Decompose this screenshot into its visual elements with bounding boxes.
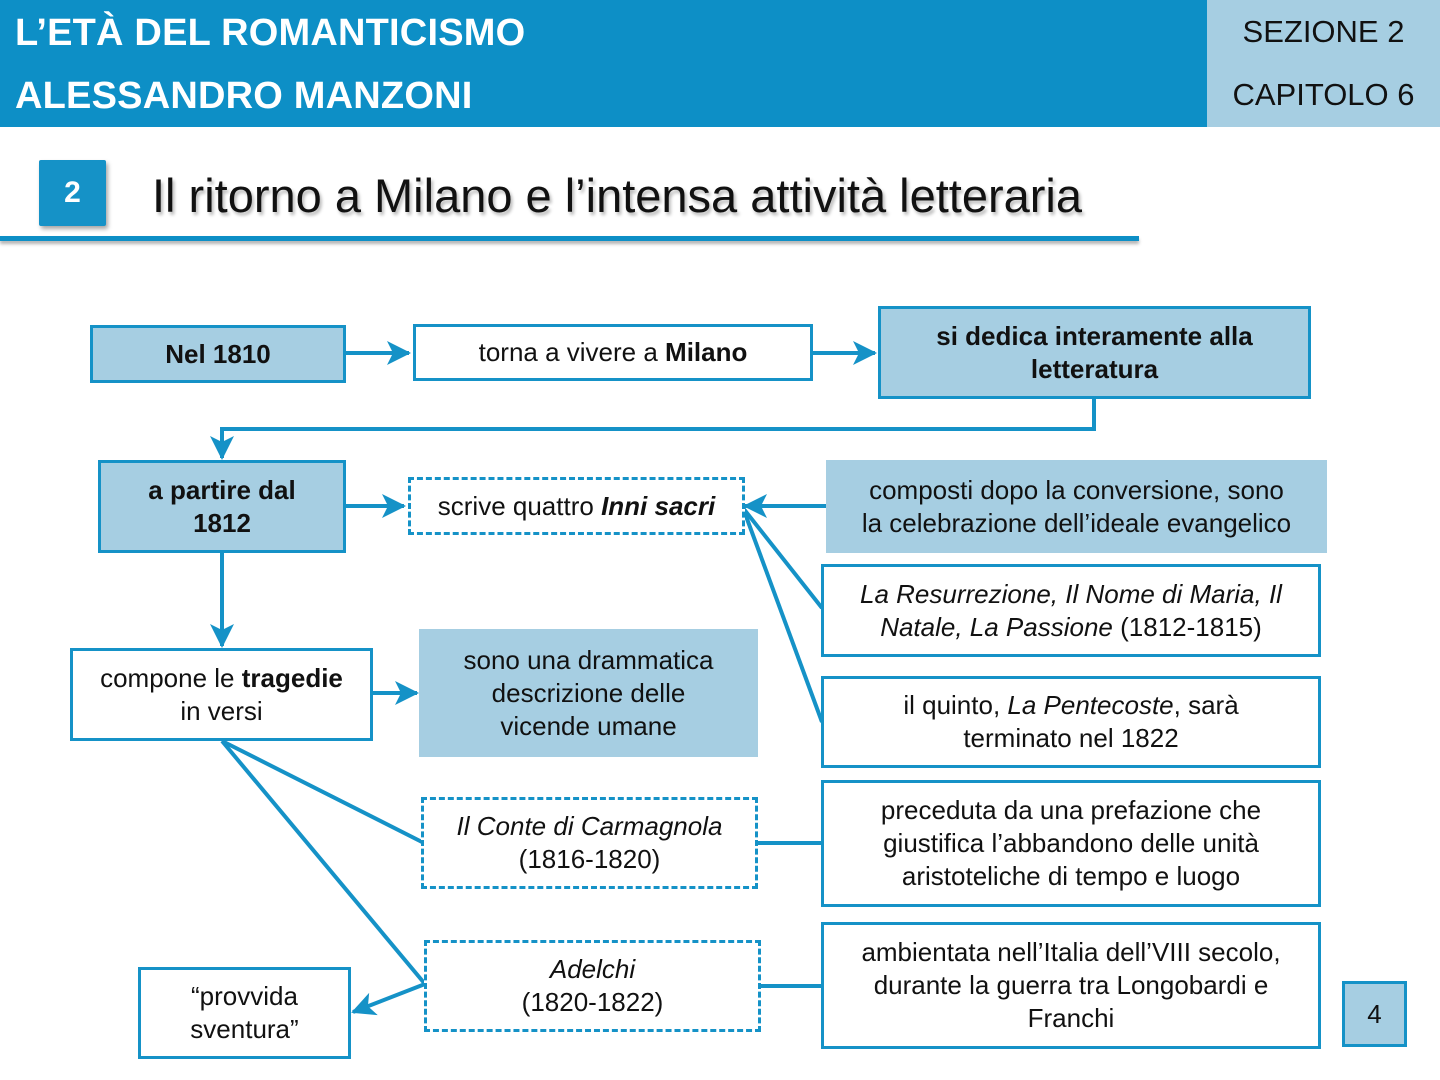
node-inni-sacri-text: scrive quattro Inni sacri <box>438 490 715 523</box>
node-torna-milano: torna a vivere a Milano <box>413 324 813 381</box>
si-dedica-line1: si dedica interamente alla <box>936 320 1253 351</box>
page-number-text: 4 <box>1367 998 1382 1029</box>
node-adelchi-desc: ambientata nell’Italia dell’VIII secolo,… <box>821 922 1321 1049</box>
adelchi-title: Adelchi <box>549 954 636 984</box>
node-pentecoste: il quinto, La Pentecoste, sarà terminato… <box>821 676 1321 768</box>
section-label: SEZIONE 2 <box>1242 14 1405 49</box>
node-si-dedica: si dedica interamente alla letteratura <box>878 306 1311 399</box>
node-provvida-sventura: “provvida sventura” <box>138 967 351 1059</box>
node-adelchi-desc-text: ambientata nell’Italia dell’VIII secolo,… <box>861 936 1280 1035</box>
adelchi-desc-line2: durante la guerra tra Longobardi e <box>873 970 1269 1000</box>
node-inni-sacri: scrive quattro Inni sacri <box>408 477 745 535</box>
line-inni-to-pentecoste <box>741 507 824 723</box>
provvida-line1: “provvida <box>191 981 298 1011</box>
node-a-partire-1812-text: a partire dal 1812 <box>148 474 295 540</box>
node-pentecoste-text: il quinto, La Pentecoste, sarà terminato… <box>903 689 1238 755</box>
section-title: Il ritorno a Milano e l’intensa attività… <box>152 169 1082 222</box>
node-carmagnola: Il Conte di Carmagnola (1816-1820) <box>421 797 758 889</box>
section-number-badge: 2 <box>39 160 106 226</box>
carmagnola-title: Il Conte di Carmagnola <box>456 811 723 841</box>
node-composti: composti dopo la conversione, sono la ce… <box>826 460 1327 553</box>
pentecoste-italic: La Pentecoste <box>1007 690 1174 720</box>
node-a-partire-1812: a partire dal 1812 <box>98 460 346 553</box>
inni-titoli-line2-italic: Natale, La Passione <box>880 611 1113 642</box>
node-adelchi-text: Adelchi (1820-1822) <box>522 953 664 1019</box>
line-inni-to-titoli <box>741 506 824 610</box>
tragedie-line2: in versi <box>180 695 263 726</box>
inni-bold-italic: Inni sacri <box>601 490 716 521</box>
arrow-letteratura-to-1812 <box>210 399 1096 460</box>
composti-line1: composti dopo la conversione, sono <box>869 474 1284 505</box>
node-si-dedica-text: si dedica interamente alla letteratura <box>936 320 1252 386</box>
node-nel-1810-text: Nel 1810 <box>165 338 271 369</box>
line-tragedie-to-carmagnola <box>221 739 423 844</box>
si-dedica-line2: letteratura <box>1030 353 1159 384</box>
adelchi-desc-line3: Franchi <box>1027 1003 1115 1033</box>
node-adelchi: Adelchi (1820-1822) <box>424 940 761 1032</box>
node-inni-titoli-text: La Resurrezione, Il Nome di Maria, Il Na… <box>860 578 1282 644</box>
inni-titoli-years: (1812-1815) <box>1112 611 1262 642</box>
node-nel-1810: Nel 1810 <box>90 325 346 383</box>
title-underline-divider <box>0 236 1139 241</box>
node-composti-text: composti dopo la conversione, sono la ce… <box>862 474 1291 540</box>
carmagnola-desc-line3: aristoteliche di tempo e luogo <box>901 861 1241 891</box>
tragedie-prefix: compone le <box>100 662 242 693</box>
adelchi-desc-line1: ambientata nell’Italia dell’VIII secolo, <box>861 937 1281 967</box>
arrow-adelchi-to-provvida <box>351 982 426 1016</box>
header-section-panel: SEZIONE 2 CAPITOLO 6 <box>1207 0 1440 127</box>
node-tragedie-text: compone le tragedie in versi <box>100 662 343 728</box>
carmagnola-desc-line1: preceduta da una prefazione che <box>880 795 1262 825</box>
inni-prefix: scrive quattro <box>437 490 602 521</box>
pentecoste-suffix: , sarà <box>1173 690 1239 720</box>
header-title-bar: L’ETÀ DEL ROMANTICISMO ALESSANDRO MANZON… <box>0 0 1207 127</box>
provvida-line2: sventura” <box>190 1014 299 1044</box>
node-drammatica: sono una drammatica descrizione delle vi… <box>419 629 758 757</box>
pentecoste-line2: terminato nel 1822 <box>963 723 1179 753</box>
header-title-line1: L’ETÀ DEL ROMANTICISMO <box>15 12 526 54</box>
drammatica-line1: sono una drammatica <box>463 644 714 675</box>
composti-line2: la celebrazione dell’ideale evangelico <box>861 507 1292 538</box>
torna-bold-milano: Milano <box>665 337 748 367</box>
node-torna-milano-text: torna a vivere a Milano <box>479 336 748 369</box>
node-inni-titoli: La Resurrezione, Il Nome di Maria, Il Na… <box>821 564 1321 657</box>
a-partire-line2: 1812 <box>193 507 251 538</box>
node-tragedie: compone le tragedie in versi <box>70 648 373 741</box>
inni-titoli-line1: La Resurrezione, Il Nome di Maria, Il <box>860 578 1282 609</box>
header-title-line2: ALESSANDRO MANZONI <box>15 75 473 117</box>
adelchi-years: (1820-1822) <box>521 987 664 1017</box>
drammatica-line3: vicende umane <box>500 710 677 741</box>
carmagnola-desc-line2: giustifica l’abbandono delle unità <box>883 828 1259 858</box>
pentecoste-prefix: il quinto, <box>903 690 1008 720</box>
node-carmagnola-desc-text: preceduta da una prefazione che giustifi… <box>881 794 1261 893</box>
node-provvida-text: “provvida sventura” <box>190 980 298 1046</box>
drammatica-line2: descrizione delle <box>491 677 686 708</box>
carmagnola-years: (1816-1820) <box>518 844 661 874</box>
node-drammatica-text: sono una drammatica descrizione delle vi… <box>463 644 713 743</box>
node-carmagnola-desc: preceduta da una prefazione che giustifi… <box>821 780 1321 907</box>
a-partire-line1: a partire dal <box>148 474 296 505</box>
torna-prefix: torna a vivere a <box>478 337 666 367</box>
page-number-badge: 4 <box>1342 981 1407 1047</box>
chapter-label: CAPITOLO 6 <box>1232 77 1415 112</box>
line-tragedie-to-adelchi <box>220 739 427 986</box>
tragedie-bold: tragedie <box>241 662 343 693</box>
node-carmagnola-text: Il Conte di Carmagnola (1816-1820) <box>457 810 723 876</box>
